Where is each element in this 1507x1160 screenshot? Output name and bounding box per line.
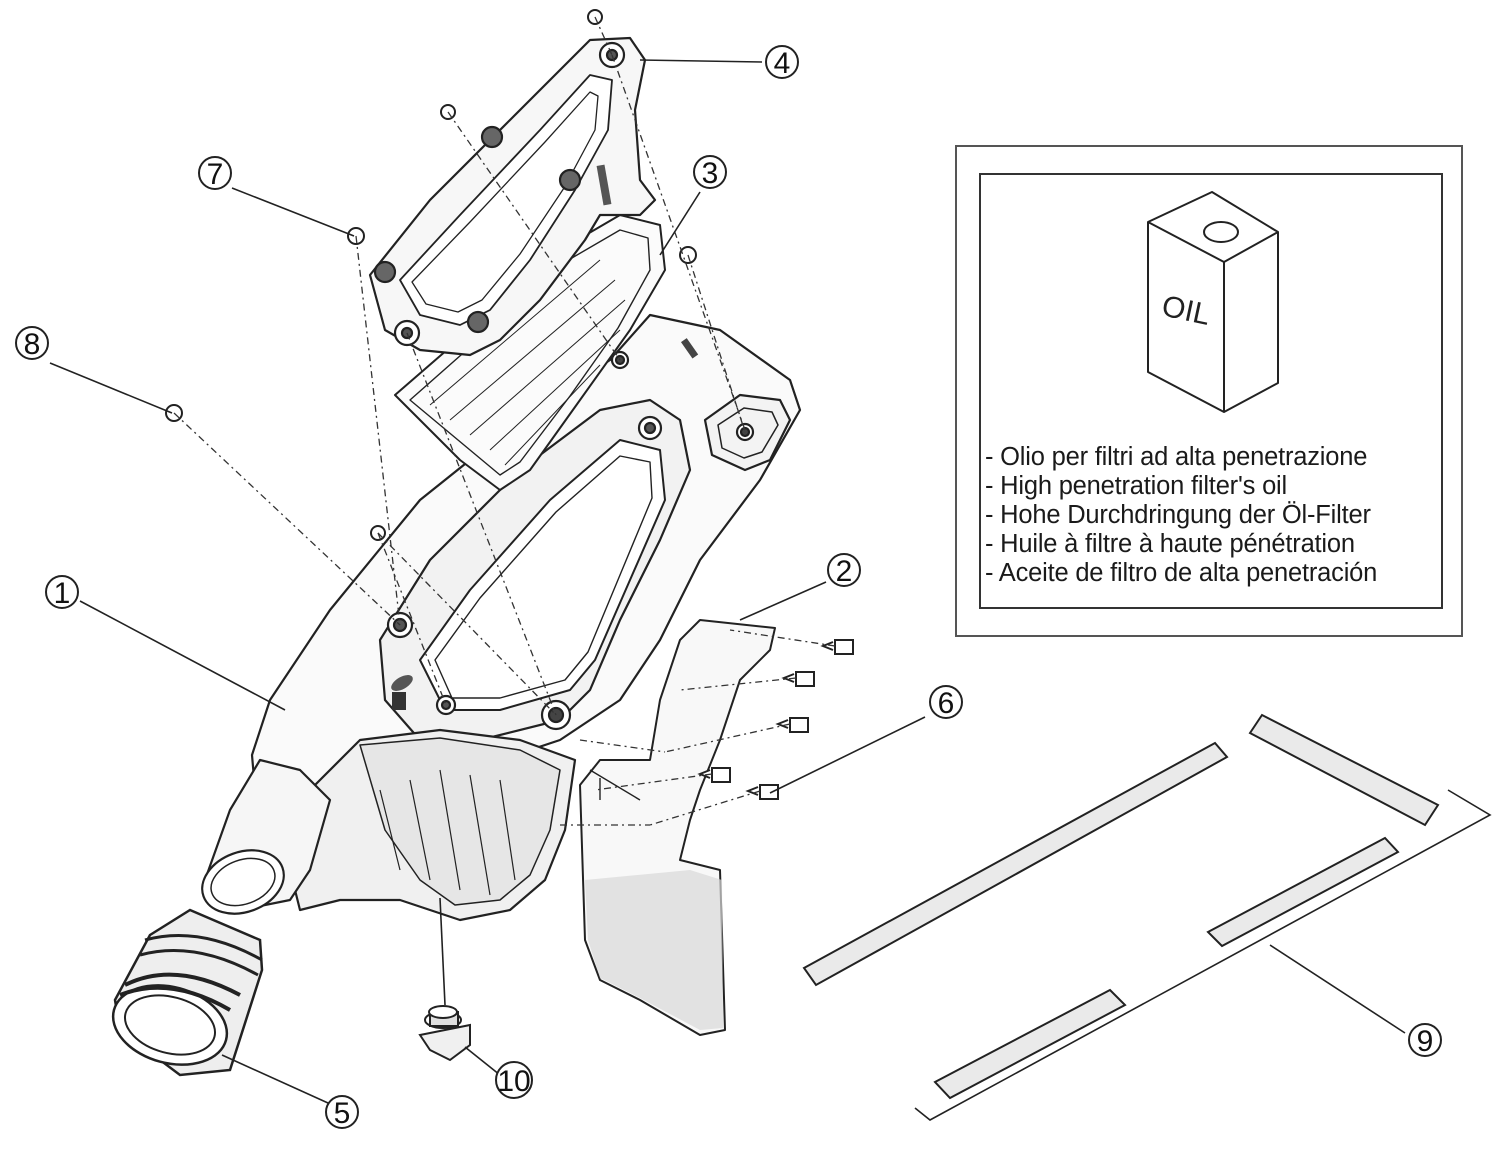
callout-1: 1 xyxy=(45,575,79,610)
svg-text:1: 1 xyxy=(54,577,71,610)
screws xyxy=(165,9,854,800)
callout-9: 9 xyxy=(1408,1023,1442,1058)
callouts: 1 2 3 4 5 6 7 8 9 10 xyxy=(15,45,1442,1130)
svg-text:10: 10 xyxy=(497,1065,530,1098)
adhesive-gasket-strips xyxy=(802,713,1492,1121)
callout-10: 10 xyxy=(495,1061,533,1099)
svg-text:4: 4 xyxy=(774,47,791,80)
callout-4: 4 xyxy=(765,45,799,80)
callout-8: 8 xyxy=(15,326,49,361)
bolt-group-panel xyxy=(697,639,854,800)
oil-legend-text: - Olio per filtri ad alta penetrazione -… xyxy=(985,443,1445,588)
legend-line-english: - High penetration filter's oil xyxy=(985,472,1287,500)
drain-plug xyxy=(418,1005,471,1062)
leader-lines xyxy=(49,59,1406,1104)
airbox-housing xyxy=(201,313,802,922)
svg-text:6: 6 xyxy=(938,687,955,720)
oil-legend-box: - Olio per filtri ad alta penetrazione -… xyxy=(955,145,1463,637)
callout-3: 3 xyxy=(693,155,727,190)
intake-rubber-boot xyxy=(111,908,264,1077)
svg-text:8: 8 xyxy=(24,328,41,361)
filter-cage-frame xyxy=(368,36,657,357)
legend-line-french: - Huile à filtre à haute pénétration xyxy=(985,530,1355,558)
callout-2: 2 xyxy=(827,553,861,588)
svg-text:5: 5 xyxy=(334,1097,351,1130)
side-panel xyxy=(579,619,776,1036)
callout-6: 6 xyxy=(929,685,963,720)
oil-can-icon: OIL xyxy=(1147,191,1279,413)
oil-legend-inner-frame: - Olio per filtri ad alta penetrazione -… xyxy=(979,173,1443,609)
svg-text:3: 3 xyxy=(702,157,719,190)
legend-line-spanish: - Aceite de filtro de alta penetración xyxy=(985,559,1378,587)
callout-5: 5 xyxy=(325,1095,359,1130)
svg-text:9: 9 xyxy=(1417,1025,1434,1058)
legend-line-italian: - Olio per filtri ad alta penetrazione xyxy=(985,443,1368,471)
assembly-guide-lines xyxy=(173,16,836,826)
callout-7: 7 xyxy=(198,156,232,191)
legend-line-german: - Hohe Durchdringung der Öl-Filter xyxy=(985,501,1371,529)
svg-text:7: 7 xyxy=(207,158,224,191)
svg-text:2: 2 xyxy=(836,555,853,588)
